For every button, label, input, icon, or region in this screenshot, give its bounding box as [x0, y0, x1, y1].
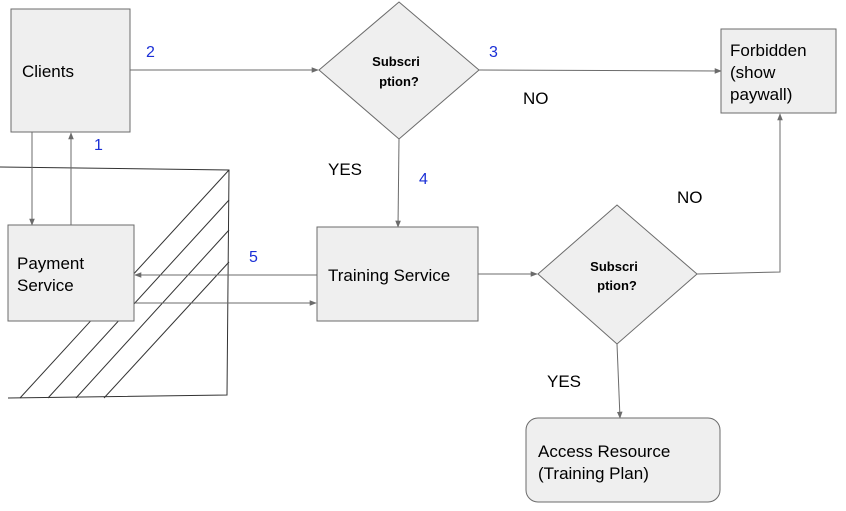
edge-label-yes-bottom: YES	[547, 372, 581, 391]
edge-subscription-1-to-training	[395, 138, 401, 228]
step-number-2: 2	[146, 44, 155, 61]
node-forbidden-label-2: (show	[730, 63, 776, 82]
decision-subscription-2: Subscri ption?	[537, 204, 698, 345]
decision-subscription-1-label-2: ption?	[379, 74, 419, 89]
edge-label-yes-left: YES	[328, 160, 362, 179]
node-forbidden: Forbidden (show paywall)	[720, 28, 837, 114]
step-number-5: 5	[249, 249, 258, 266]
edge-label-no-top: NO	[523, 89, 549, 108]
node-forbidden-label-1: Forbidden	[730, 41, 807, 60]
node-clients: Clients	[10, 8, 131, 133]
node-access-resource-label-2: (Training Plan)	[538, 464, 649, 483]
decision-subscription-2-label-2: ption?	[597, 278, 637, 293]
decision-subscription-2-label-1: Subscri	[590, 259, 638, 274]
node-payment-service: Payment Service	[7, 224, 135, 322]
edge-subscription-2-to-forbidden	[696, 113, 783, 275]
edge-subscription-2-to-access	[616, 343, 623, 419]
step-number-4: 4	[419, 171, 428, 188]
decision-subscription-1: Subscri ption?	[318, 1, 480, 140]
node-training-service: Training Service	[316, 226, 479, 322]
decision-subscription-1-label-1: Subscri	[372, 54, 420, 69]
edges	[29, 67, 783, 419]
edge-label-no-right: NO	[677, 188, 703, 207]
node-forbidden-label-3: paywall)	[730, 85, 792, 104]
node-payment-service-label-2: Service	[17, 276, 74, 295]
edge-subscription-1-to-forbidden	[478, 68, 722, 74]
hatched-region	[0, 166, 230, 399]
step-number-1: 1	[94, 137, 103, 154]
node-access-resource: Access Resource (Training Plan)	[525, 417, 721, 503]
node-payment-service-label-1: Payment	[17, 254, 84, 273]
node-clients-label: Clients	[22, 62, 74, 81]
node-access-resource-label-1: Access Resource	[538, 442, 670, 461]
step-number-3: 3	[489, 44, 498, 61]
node-training-service-label: Training Service	[328, 266, 450, 285]
